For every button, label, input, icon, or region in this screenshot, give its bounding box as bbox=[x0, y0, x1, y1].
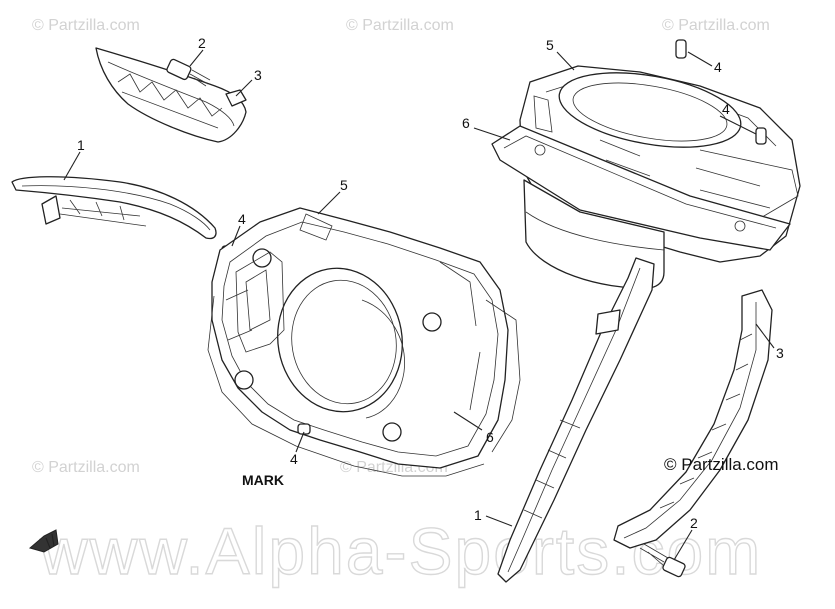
callout-2-upper: 2 bbox=[198, 35, 206, 51]
callout-2-right: 2 bbox=[690, 515, 698, 531]
callout-4-top-right: 4 bbox=[714, 59, 722, 75]
orientation-arrow-icon bbox=[28, 529, 59, 553]
cylinder-front-view bbox=[207, 207, 521, 477]
callout-6-upper: 6 bbox=[462, 115, 470, 131]
cylinder-side-view bbox=[491, 65, 801, 289]
watermark-bottom-left: © Partzilla.com bbox=[32, 459, 140, 476]
callout-5-right: 5 bbox=[546, 37, 554, 53]
chain-guide-left bbox=[11, 176, 217, 240]
callout-4-left: 4 bbox=[238, 211, 246, 227]
callout-1-right: 1 bbox=[474, 507, 482, 523]
callout-6-center: 6 bbox=[486, 429, 494, 445]
watermark-top-right: © Partzilla.com bbox=[662, 17, 770, 34]
callout-5-center: 5 bbox=[340, 177, 348, 193]
watermark-top-left: © Partzilla.com bbox=[32, 17, 140, 34]
chain-tensioner-guide-upper bbox=[95, 47, 247, 143]
chain-tensioner-guide-right bbox=[613, 289, 773, 578]
callout-labels: 2 3 1 4 5 6 6 4 MARK 5 4 4 3 1 2 bbox=[77, 35, 784, 531]
callout-4-mark: 4 bbox=[290, 451, 298, 467]
callout-4-right: 4 bbox=[722, 101, 730, 117]
callout-3-upper: 3 bbox=[254, 67, 262, 83]
mark-label: MARK bbox=[242, 472, 284, 488]
watermark-layer: © Partzilla.com © Partzilla.com © Partzi… bbox=[32, 17, 770, 589]
callout-lines bbox=[63, 49, 775, 561]
copyright-label: © Partzilla.com bbox=[664, 455, 779, 474]
callout-1-left: 1 bbox=[77, 137, 85, 153]
chain-guide-right bbox=[497, 257, 655, 583]
watermark-top-center: © Partzilla.com bbox=[346, 17, 454, 34]
dowel-pins-right bbox=[675, 39, 767, 145]
callout-3-right: 3 bbox=[776, 345, 784, 361]
